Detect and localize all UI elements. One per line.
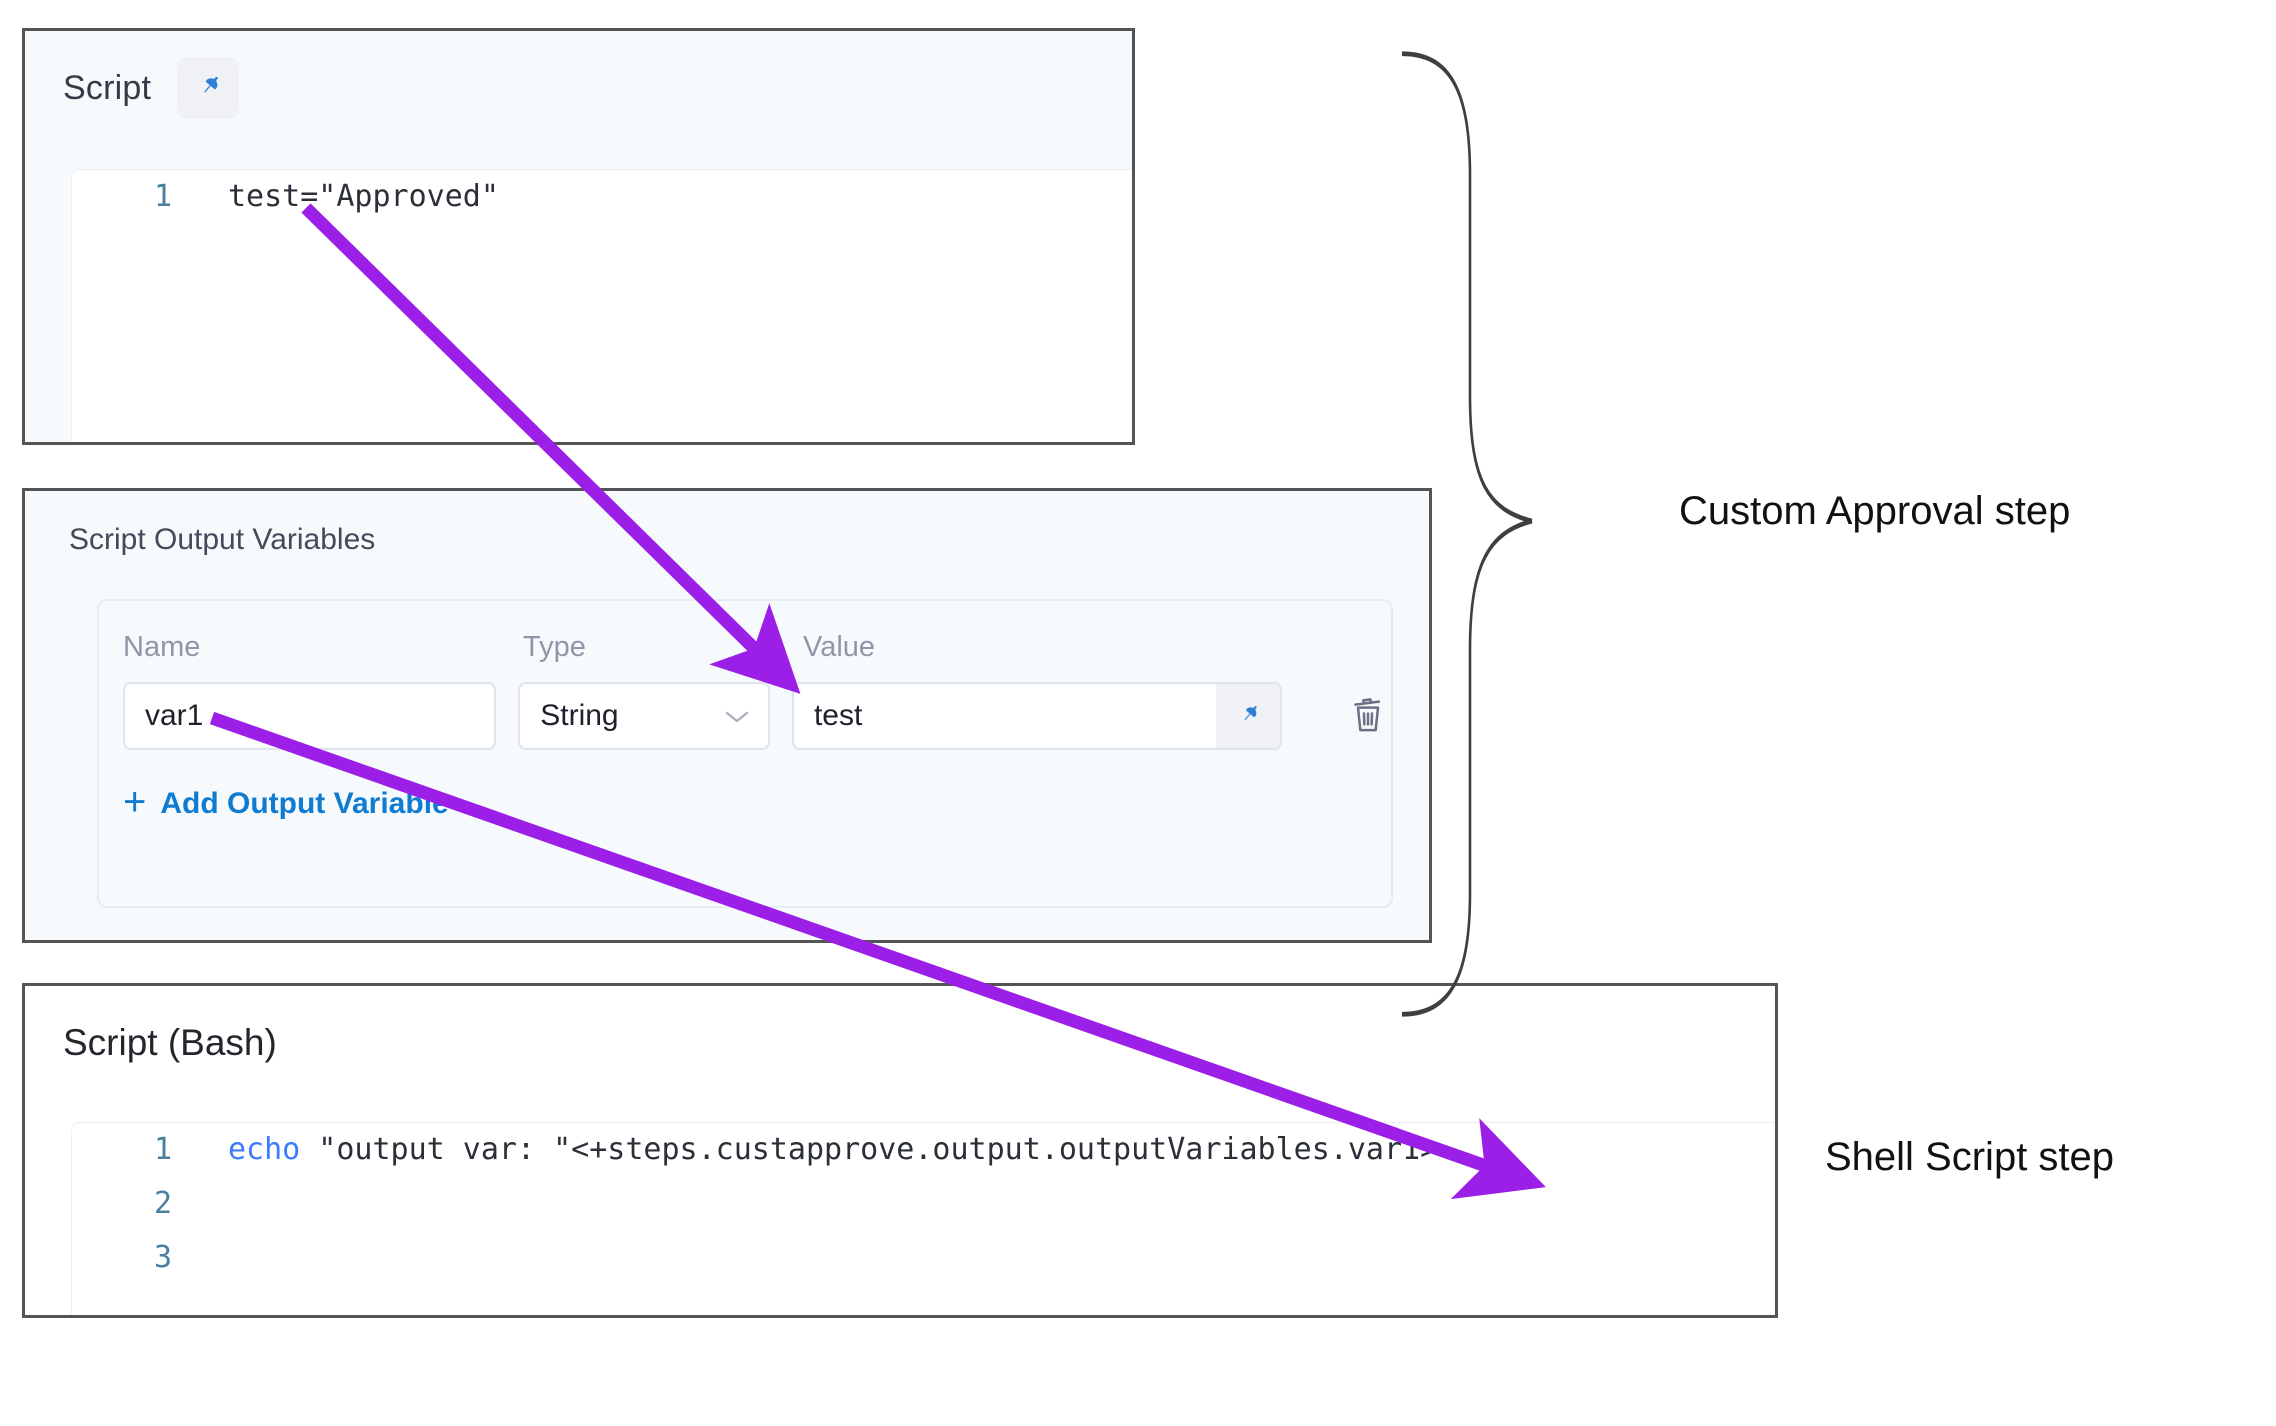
script-output-variables-panel: Script Output Variables Name Type Value … bbox=[22, 488, 1432, 943]
code-line: 1 echo "output var: "<+steps.custapprove… bbox=[72, 1123, 1775, 1177]
table-header-row: Name Type Value bbox=[99, 601, 1391, 664]
code-line-text: echo "output var: "<+steps.custapprove.o… bbox=[172, 1123, 1438, 1177]
trash-icon[interactable] bbox=[1344, 688, 1391, 744]
variable-value-input[interactable]: test bbox=[813, 699, 863, 732]
line-number: 2 bbox=[153, 1186, 172, 1221]
code-keyword: echo bbox=[228, 1132, 301, 1167]
variable-type-select[interactable]: String bbox=[518, 682, 770, 750]
variable-type-value: String bbox=[540, 699, 619, 732]
line-number: 1 bbox=[153, 1132, 172, 1167]
code-line: 1 test="Approved" bbox=[72, 170, 1132, 224]
column-header-value: Value bbox=[803, 631, 876, 663]
pushpin-icon[interactable] bbox=[177, 57, 240, 119]
script-panel-title: Script bbox=[63, 68, 152, 107]
code-line: 3 bbox=[72, 1231, 1775, 1285]
code-line-rest: "output var: "<+steps.custapprove.output… bbox=[300, 1132, 1439, 1167]
bash-script-panel: Script (Bash) 1 echo "output var: "<+ste… bbox=[22, 983, 1778, 1318]
code-line: 2 bbox=[72, 1177, 1775, 1231]
output-variables-title: Script Output Variables bbox=[69, 523, 376, 556]
variable-value-field[interactable]: test bbox=[791, 682, 1282, 750]
code-line-text: test="Approved" bbox=[228, 179, 499, 214]
script-code-editor[interactable]: 1 test="Approved" bbox=[71, 169, 1132, 442]
shell-script-step-label: Shell Script step bbox=[1825, 1135, 2115, 1179]
table-row: var1 String test bbox=[99, 664, 1391, 750]
custom-approval-step-label: Custom Approval step bbox=[1679, 489, 2071, 533]
chevron-down-icon bbox=[724, 703, 750, 729]
add-output-variable-button[interactable]: + Add Output Variable bbox=[99, 750, 1391, 824]
script-panel-header: Script bbox=[25, 31, 1132, 119]
line-number: 1 bbox=[153, 179, 172, 214]
bash-code-editor[interactable]: 1 echo "output var: "<+steps.custapprove… bbox=[71, 1122, 1775, 1315]
column-header-name: Name bbox=[123, 631, 201, 663]
column-header-type: Type bbox=[523, 631, 586, 663]
add-output-variable-label: Add Output Variable bbox=[160, 787, 449, 820]
output-variables-table: Name Type Value var1 String test bbox=[97, 599, 1393, 908]
script-panel: Script 1 test="Approved" bbox=[22, 28, 1135, 445]
bash-panel-title: Script (Bash) bbox=[63, 1022, 277, 1063]
pushpin-icon[interactable] bbox=[1215, 684, 1280, 748]
variable-name-input[interactable]: var1 bbox=[123, 682, 497, 750]
line-number: 3 bbox=[153, 1240, 172, 1275]
plus-icon: + bbox=[123, 780, 147, 824]
